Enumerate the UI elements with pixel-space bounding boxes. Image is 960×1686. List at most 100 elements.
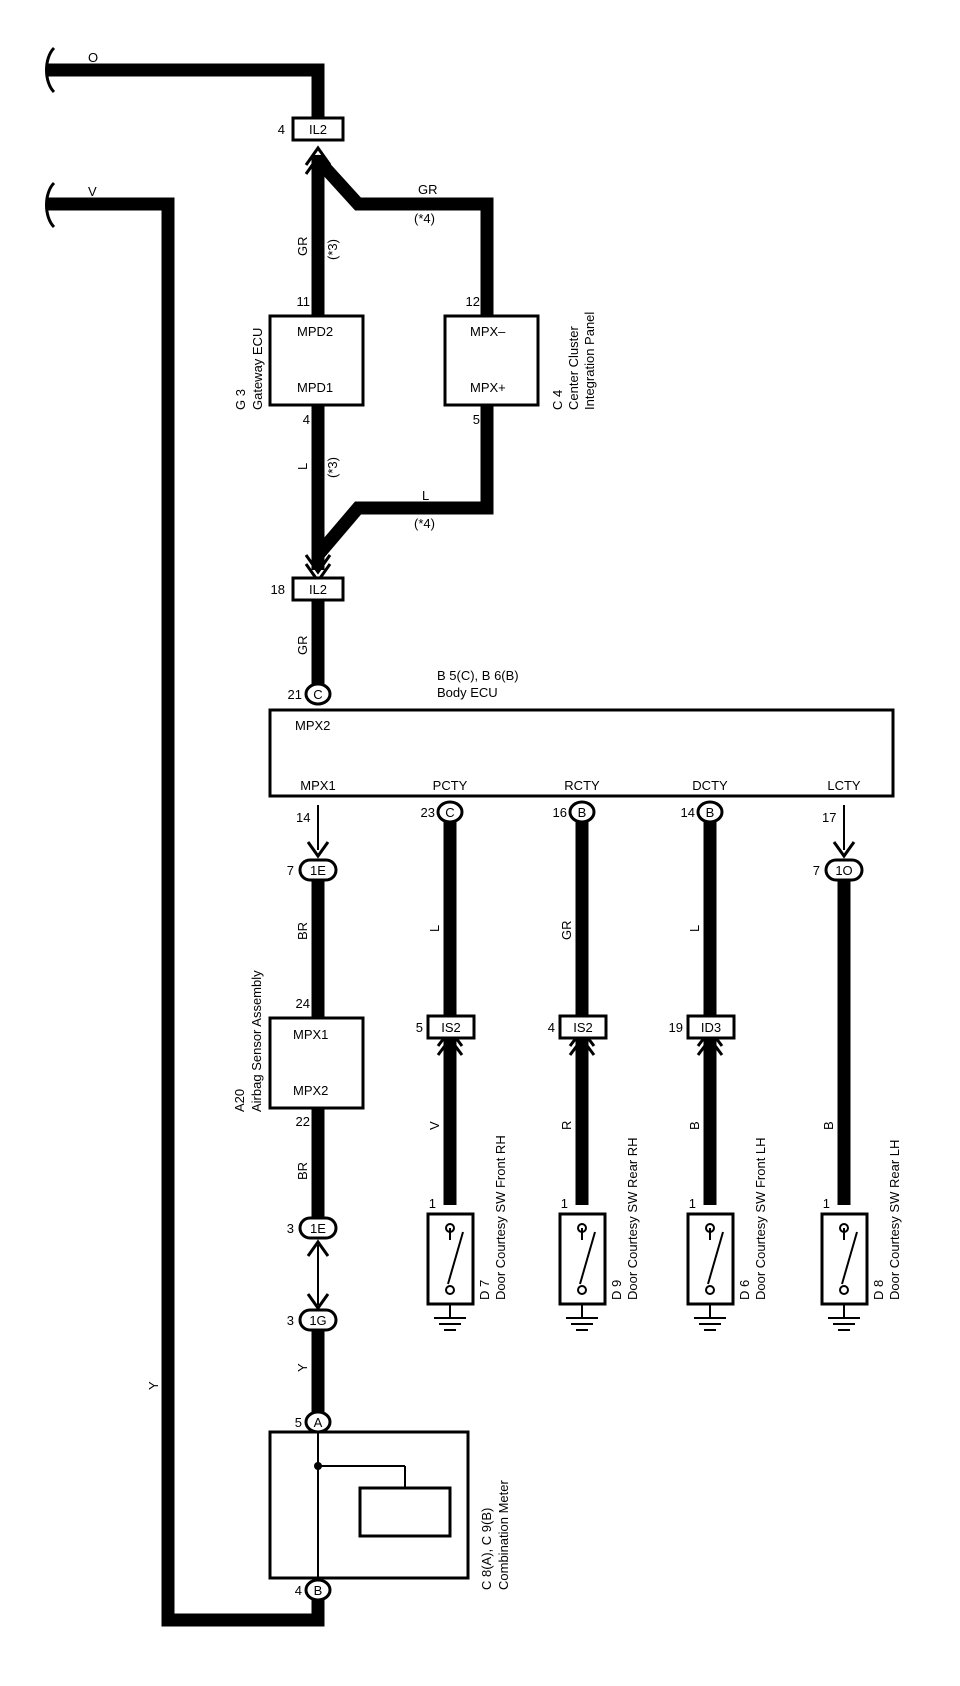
body-pin-dcty: 14 xyxy=(681,805,695,820)
gateway-ecu: MPD2 MPD1 11 4 G 3 Gateway ECU xyxy=(233,294,365,427)
wire-label-gr-right-note: (*4) xyxy=(414,211,435,226)
connector-label: ID3 xyxy=(701,1020,721,1035)
wire-label-b-id3: B xyxy=(687,1121,702,1130)
wire-label-gr-upper-note: (*3) xyxy=(325,239,340,260)
panel-pin-top: 12 xyxy=(466,294,480,309)
door-switch-d7: 1 D 7 Door Courtesy SW Front RH xyxy=(426,1135,508,1331)
switch-code: D 9 xyxy=(609,1280,624,1300)
switch-name: Door Courtesy SW Rear LH xyxy=(887,1140,902,1300)
wire-label-br-lower: BR xyxy=(295,1162,310,1180)
body-term-mpx2: MPX2 xyxy=(295,718,330,733)
pin-number: 5 xyxy=(295,1415,302,1430)
connector-1e-top: 1E 7 xyxy=(287,858,338,882)
connector-label: IS2 xyxy=(573,1020,593,1035)
connector-body-c21: C 21 xyxy=(288,682,332,706)
switch-code: D 8 xyxy=(871,1280,886,1300)
wire-label-l-right: L xyxy=(422,488,429,503)
wire-v-y xyxy=(48,197,325,1627)
connector-label: B xyxy=(314,1583,323,1598)
connector-label: IL2 xyxy=(309,582,327,597)
gateway-term-bottom: MPD1 xyxy=(297,380,333,395)
connector-1g: 1G 3 xyxy=(287,1308,338,1332)
connector-label: IS2 xyxy=(441,1020,461,1035)
wire-break-marks xyxy=(45,46,56,229)
gateway-code: G 3 xyxy=(233,389,248,410)
airbag-term-top: MPX1 xyxy=(293,1027,328,1042)
connector-1e-bottom: 1E 3 xyxy=(287,1216,338,1240)
connector-label: 1E xyxy=(310,1221,326,1236)
body-conn-rcty: B xyxy=(578,805,587,820)
wire-o xyxy=(48,63,325,118)
switch-name: Door Courtesy SW Front LH xyxy=(753,1137,768,1300)
pin-number: 7 xyxy=(813,863,820,878)
pin-number: 21 xyxy=(288,687,302,702)
pin-number: 18 xyxy=(271,582,285,597)
wire-label-y-meter: Y xyxy=(295,1363,310,1372)
wire-label-l-mid: L xyxy=(295,463,310,470)
body-ecu-name: Body ECU xyxy=(437,685,498,700)
body-term-lcty: LCTY xyxy=(827,778,861,793)
connector-label: C xyxy=(313,687,322,702)
meter-name: Combination Meter xyxy=(496,1480,511,1590)
airbag-code: A20 xyxy=(232,1089,247,1112)
wire-gr-panel xyxy=(313,155,494,316)
connector-meter-b: B 4 xyxy=(295,1578,332,1602)
gateway-term-top: MPD2 xyxy=(297,324,333,339)
body-term-pcty: PCTY xyxy=(433,778,468,793)
connector-id3: ID3 19 xyxy=(669,1014,736,1040)
panel-pin-bottom: 5 xyxy=(473,412,480,427)
switch-code: D 7 xyxy=(477,1280,492,1300)
connector-1o: 1O 7 xyxy=(813,858,864,882)
wire-label-b-lcty: B xyxy=(821,1121,836,1130)
body-pin-lcty: 17 xyxy=(822,810,836,825)
meter-code: C 8(A), C 9(B) xyxy=(479,1508,494,1590)
panel-name-2: Integration Panel xyxy=(582,312,597,410)
pin-number: 4 xyxy=(295,1583,302,1598)
wire-label-l-dcty: L xyxy=(687,925,702,932)
connector-meter-a: A 5 xyxy=(295,1410,332,1434)
wire-label-y-left: Y xyxy=(146,1381,161,1390)
door-switch-d9: 1 D 9 Door Courtesy SW Rear RH xyxy=(558,1137,640,1331)
pin-number: 4 xyxy=(548,1020,555,1035)
thin-wires xyxy=(317,805,845,1305)
switch-code: D 6 xyxy=(737,1280,752,1300)
panel-name-1: Center Cluster xyxy=(566,326,581,410)
body-ecu: B 5(C), B 6(B) Body ECU MPX2 MPX1 PCTY R… xyxy=(268,668,895,825)
wire-label-gr-right: GR xyxy=(418,182,438,197)
panel-term-top: MPX– xyxy=(470,324,506,339)
body-conn-pcty: C xyxy=(445,805,454,820)
body-term-rcty: RCTY xyxy=(564,778,600,793)
wire-labels: O V Y GR (*3) GR (*4) L (*3) L (*4) GR B… xyxy=(88,50,836,1390)
connector-label: 1E xyxy=(310,863,326,878)
pin-number: 4 xyxy=(278,122,285,137)
center-cluster-panel: MPX– MPX+ 12 5 C 4 Center Cluster Integr… xyxy=(443,294,597,427)
pin-number: 19 xyxy=(669,1020,683,1035)
wire-l-panel xyxy=(313,405,494,560)
body-pin-mpx1: 14 xyxy=(296,810,310,825)
body-conn-dcty: B xyxy=(706,805,715,820)
wire-label-v: V xyxy=(88,184,97,199)
gateway-pin-bottom: 4 xyxy=(303,412,310,427)
airbag-pin-bottom: 22 xyxy=(296,1114,310,1129)
combination-meter: C 8(A), C 9(B) Combination Meter xyxy=(268,1430,511,1590)
connector-label: 1G xyxy=(309,1313,326,1328)
body-term-dcty: DCTY xyxy=(692,778,728,793)
switch-pin: 1 xyxy=(561,1196,568,1211)
gateway-pin-top: 11 xyxy=(297,294,311,309)
wire-label-l-mid-note: (*3) xyxy=(325,457,340,478)
connector-label: 1O xyxy=(835,863,852,878)
wire-label-l-right-note: (*4) xyxy=(414,516,435,531)
body-ecu-code: B 5(C), B 6(B) xyxy=(437,668,519,683)
airbag-sensor-assembly: MPX1 MPX2 24 22 A20 Airbag Sensor Assemb… xyxy=(232,970,365,1129)
body-pin-rcty: 16 xyxy=(553,805,567,820)
switch-pin: 1 xyxy=(823,1196,830,1211)
wire-label-gr-lower: GR xyxy=(295,636,310,656)
wire-label-v-is2: V xyxy=(427,1121,442,1130)
wire-label-l-pcty: L xyxy=(427,925,442,932)
switch-name: Door Courtesy SW Front RH xyxy=(493,1135,508,1300)
wire-label-br-upper: BR xyxy=(295,922,310,940)
panel-term-bottom: MPX+ xyxy=(470,380,506,395)
door-switch-d6: 1 D 6 Door Courtesy SW Front LH xyxy=(686,1137,768,1331)
connector-il2-top: IL2 4 xyxy=(278,116,345,142)
